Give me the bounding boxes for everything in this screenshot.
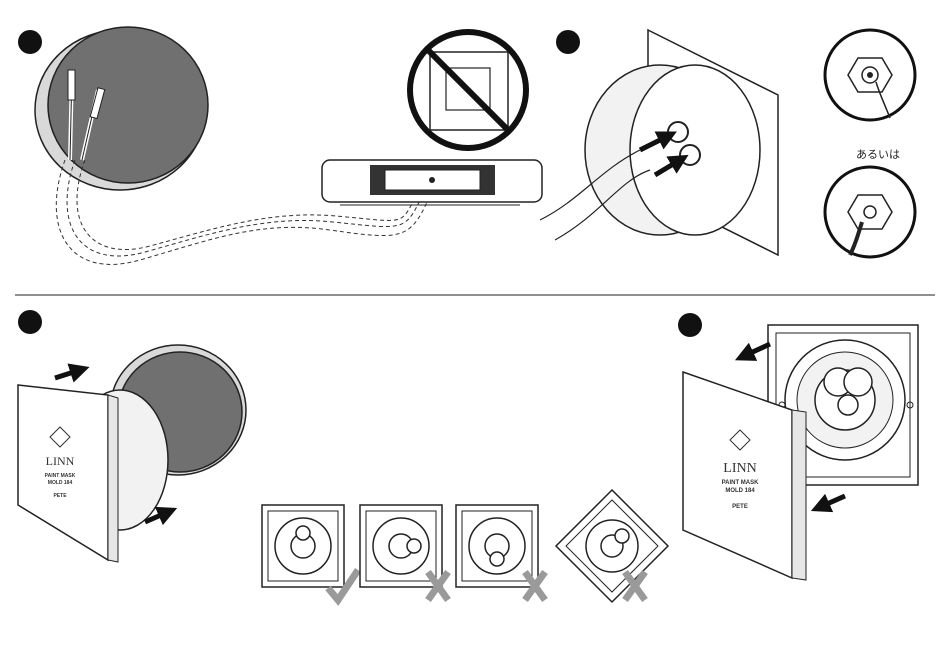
logo-brand: LINN — [46, 454, 75, 468]
attach-arrow-bottom — [820, 496, 845, 507]
orientation-option-upright — [262, 505, 358, 600]
logo-mark: PETE — [53, 493, 67, 499]
step-1-marker — [18, 30, 42, 54]
step-3-marker — [18, 310, 42, 334]
logo-line-1: PAINT MASK — [722, 480, 760, 486]
no-symbol-icon — [410, 32, 526, 148]
step-4-marker — [678, 313, 702, 337]
terminal-detail-screw-icon — [825, 30, 915, 120]
logo-brand: LINN — [723, 461, 756, 476]
paint-mask-disc-with-wires — [35, 27, 208, 190]
amplifier-unit — [322, 160, 542, 205]
orientation-option-diagonal-45 — [556, 490, 668, 602]
logo-line-2: MOLD 184 — [725, 488, 755, 494]
terminal-detail-plug-icon — [825, 167, 915, 257]
alternative-label: あるいは — [856, 148, 900, 161]
orientation-option-offset — [456, 505, 545, 600]
pull-arrow-top — [55, 370, 80, 378]
logo-mark: PETE — [732, 504, 748, 510]
orientation-option-rotated-90 — [360, 505, 448, 600]
logo-line-1: PAINT MASK — [45, 473, 76, 479]
attach-arrow-top — [744, 344, 770, 356]
paint-mask-removal: LINN PAINT MASK MOLD 184 PETE — [18, 345, 246, 562]
step-2-marker — [556, 30, 580, 54]
logo-line-2: MOLD 184 — [48, 480, 73, 486]
